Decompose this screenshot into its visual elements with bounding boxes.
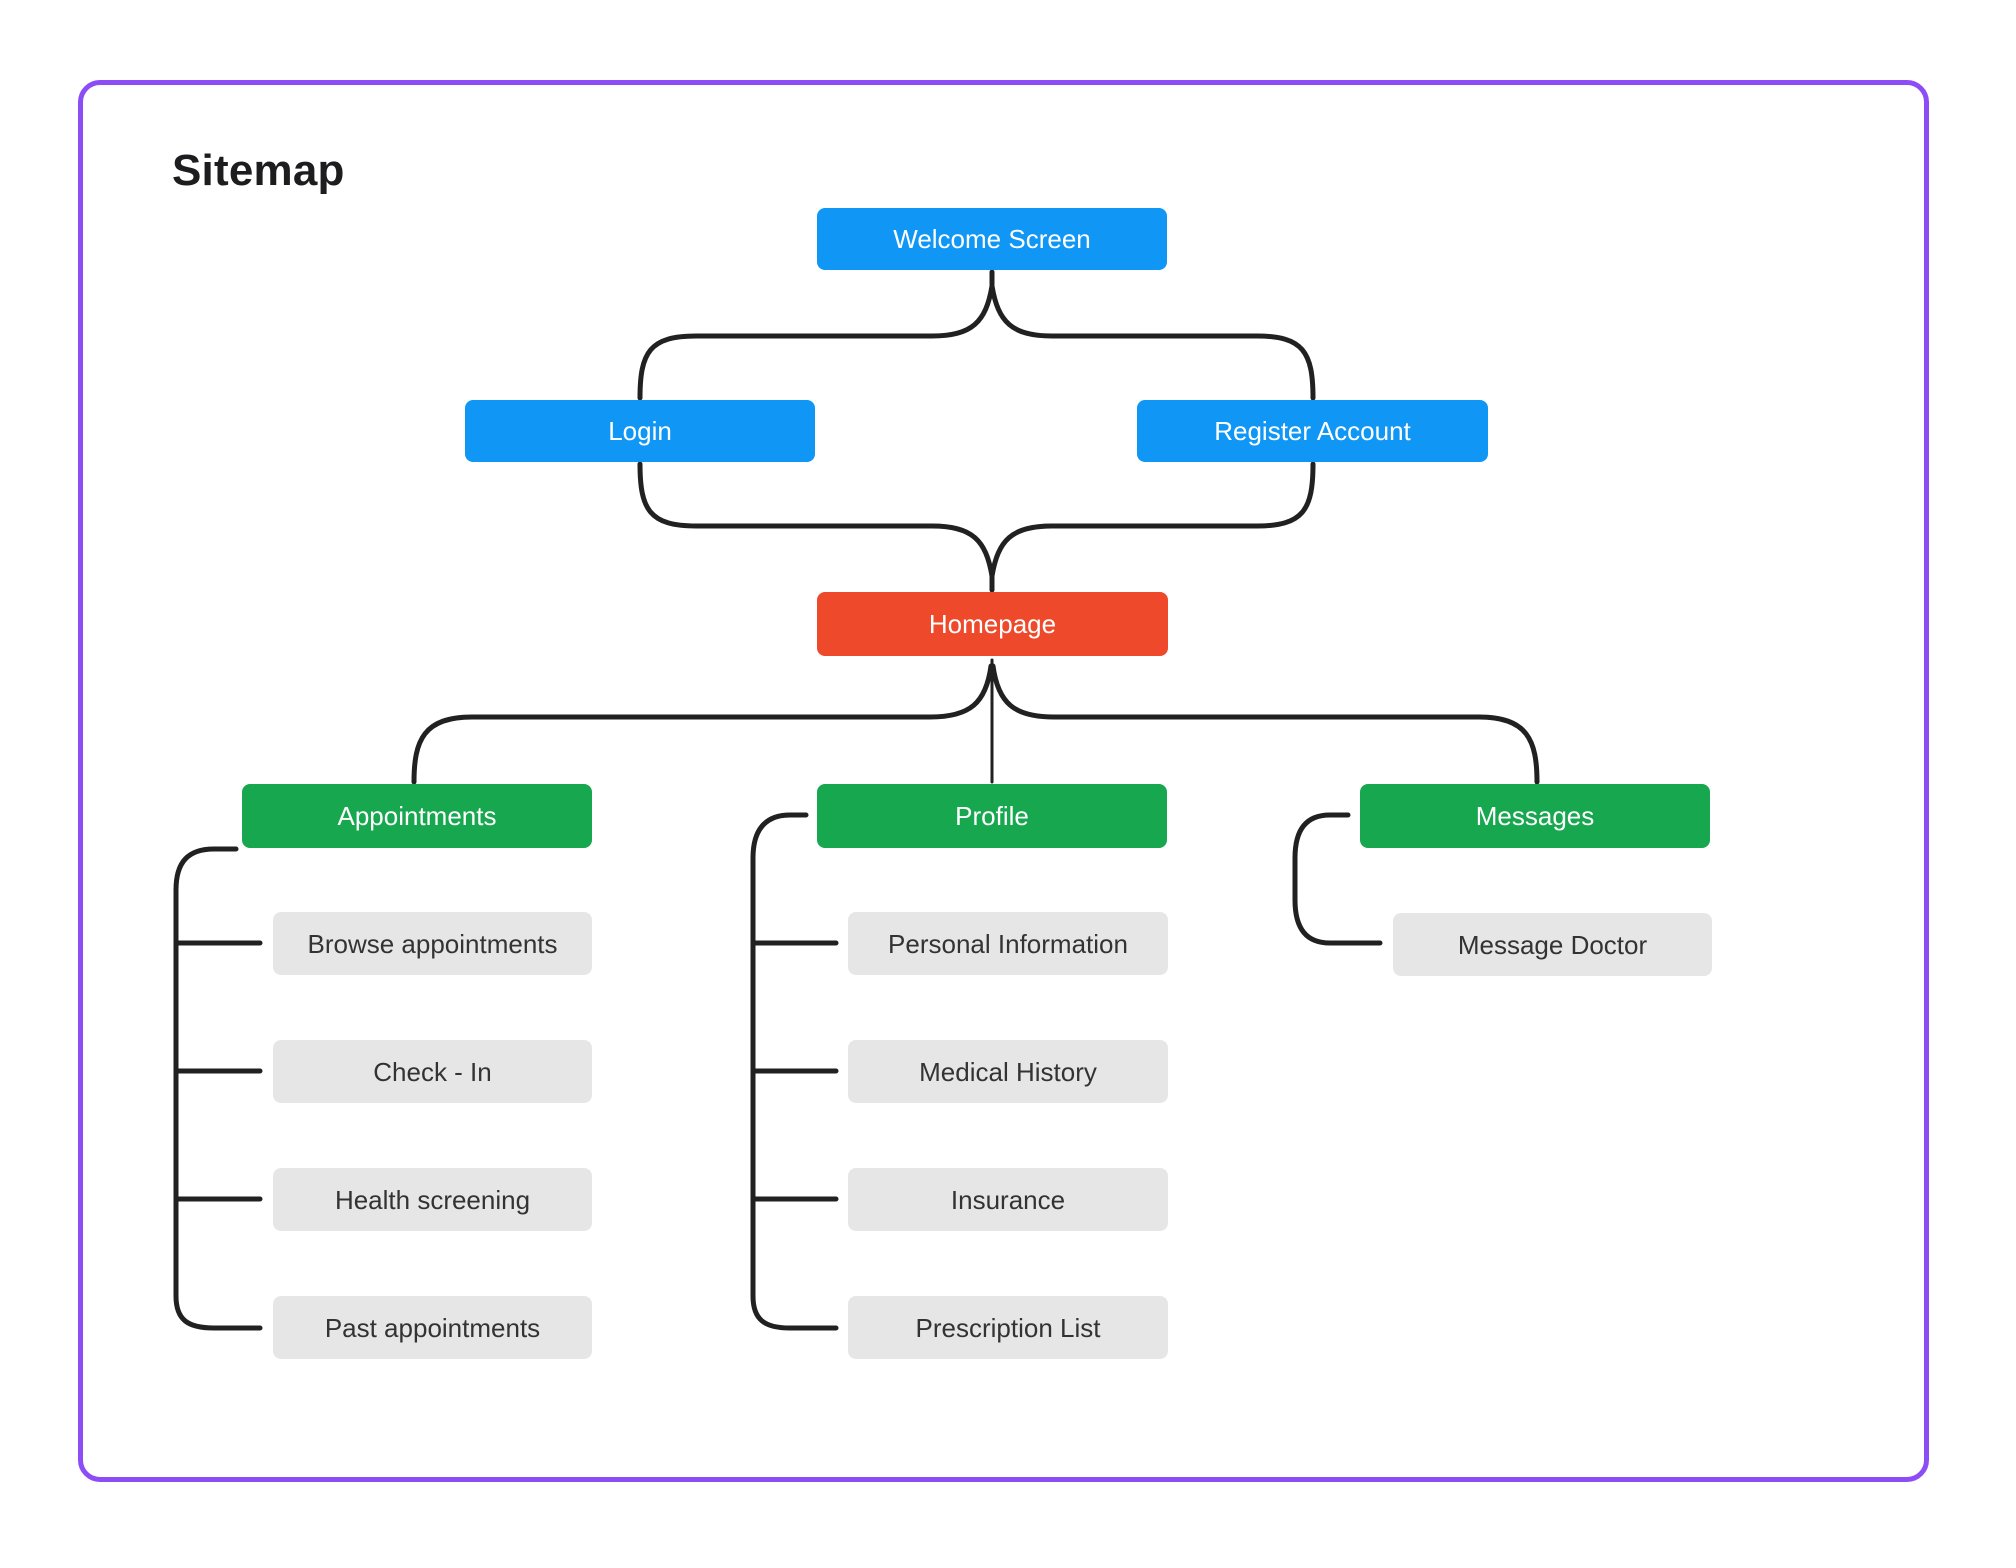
node-label: Profile — [955, 801, 1029, 831]
node-welcome-screen[interactable]: Welcome Screen — [817, 208, 1167, 270]
node-label: Past appointments — [324, 1312, 541, 1343]
node-homepage[interactable]: Homepage — [817, 592, 1168, 656]
node-past-appointments[interactable]: Past appointments — [273, 1296, 592, 1359]
node-label: Login — [608, 416, 672, 446]
node-label: Browse appointments — [307, 928, 558, 959]
node-health-screening[interactable]: Health screening — [273, 1168, 592, 1231]
node-label: Appointments — [337, 801, 497, 831]
node-label: Homepage — [928, 609, 1057, 639]
node-label: Medical History — [919, 1056, 1097, 1087]
node-label: Register Account — [1214, 416, 1411, 446]
node-browse-appointments[interactable]: Browse appointments — [273, 912, 592, 975]
node-label: Health screening — [334, 1184, 531, 1215]
node-register-account[interactable]: Register Account — [1137, 400, 1488, 462]
node-label: Prescription List — [915, 1312, 1101, 1343]
node-appointments[interactable]: Appointments — [242, 784, 592, 848]
node-message-doctor[interactable]: Message Doctor — [1393, 913, 1712, 976]
node-label: Check - In — [373, 1056, 492, 1087]
node-label: Messages — [1475, 801, 1595, 831]
node-label: Welcome Screen — [893, 224, 1091, 254]
page-title: Sitemap — [172, 146, 345, 195]
diagram-frame — [78, 80, 1929, 1482]
node-personal-information[interactable]: Personal Information — [848, 912, 1168, 975]
node-label: Insurance — [950, 1184, 1066, 1215]
node-medical-history[interactable]: Medical History — [848, 1040, 1168, 1103]
node-login[interactable]: Login — [465, 400, 815, 462]
node-messages[interactable]: Messages — [1360, 784, 1710, 848]
node-profile[interactable]: Profile — [817, 784, 1167, 848]
node-label: Personal Information — [888, 928, 1128, 959]
node-prescription-list[interactable]: Prescription List — [848, 1296, 1168, 1359]
node-check-in[interactable]: Check - In — [273, 1040, 592, 1103]
node-insurance[interactable]: Insurance — [848, 1168, 1168, 1231]
node-label: Message Doctor — [1457, 929, 1648, 960]
